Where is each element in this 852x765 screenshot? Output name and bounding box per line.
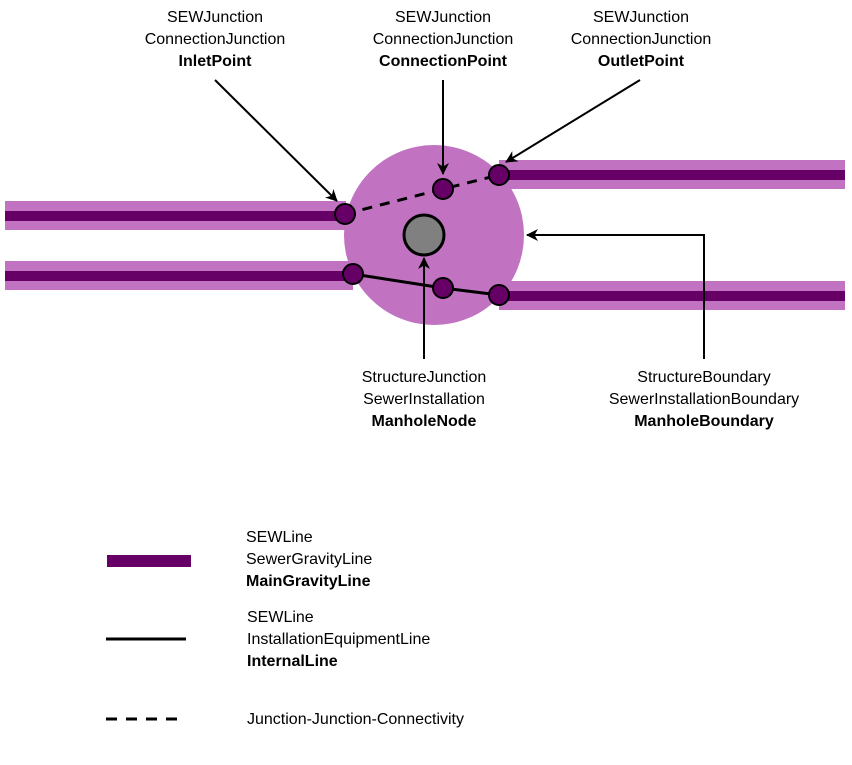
connection-label-line1: SEWJunction [394, 9, 492, 26]
internal-junction-middle [432, 277, 454, 299]
outlet-arrow [505, 79, 641, 163]
outlet-label-line1: SEWJunction [592, 9, 690, 26]
manhole-node [402, 213, 446, 257]
inlet-label-line2: ConnectionJunction [144, 31, 286, 48]
manhole-boundary-label: StructureBoundary SewerInstallationBound… [609, 367, 799, 433]
connection-label-line2: ConnectionJunction [372, 31, 514, 48]
outlet-point [488, 164, 510, 186]
gravity-line-bottom-right-core [499, 291, 845, 301]
legend-connectivity-label: Junction-Junction-Connectivity [247, 709, 464, 731]
legend-internal-line2: InstallationEquipmentLine [247, 631, 431, 648]
legend-main-gravity-symbol [107, 555, 191, 567]
manhole-node-label-line2: SewerInstallation [363, 391, 485, 408]
junction-points [334, 164, 510, 306]
gravity-line-top-left-core [5, 211, 346, 221]
manhole-node-label-line1: StructureJunction [361, 369, 487, 386]
inlet-label-line1: SEWJunction [166, 9, 264, 26]
manhole-node-label: StructureJunction SewerInstallation Manh… [362, 367, 487, 433]
internal-junction-right [488, 284, 510, 306]
inlet-point [334, 203, 356, 225]
legend-main-gravity-line1: SEWLine [246, 529, 313, 546]
inlet-arrow [214, 79, 338, 202]
legend-main-gravity-line3: MainGravityLine [246, 573, 371, 590]
connection-label-line3: ConnectionPoint [379, 53, 507, 70]
connection-point-label: SEWJunction ConnectionJunction Connectio… [373, 7, 514, 73]
outlet-label-line2: ConnectionJunction [570, 31, 712, 48]
legend-connectivity-line1: Junction-Junction-Connectivity [247, 711, 464, 728]
legend-main-gravity-label: SEWLine SewerGravityLine MainGravityLine [246, 527, 372, 593]
manhole-node-label-line3: ManholeNode [371, 413, 477, 430]
internal-junction-left [342, 263, 364, 285]
legend-internal-label: SEWLine InstallationEquipmentLine Intern… [247, 607, 430, 673]
connection-point [432, 178, 454, 200]
manhole-boundary-label-line3: ManholeBoundary [634, 413, 774, 430]
callout-arrows [214, 79, 705, 359]
manhole-boundary-label-line1: StructureBoundary [637, 369, 771, 386]
legend-main-gravity-line2: SewerGravityLine [246, 551, 373, 568]
manhole-boundary-arrow [526, 229, 705, 359]
gravity-line-top-right-core [499, 170, 845, 180]
outlet-point-label: SEWJunction ConnectionJunction OutletPoi… [571, 7, 712, 73]
inlet-label-line3: InletPoint [178, 53, 252, 70]
gravity-line-bottom-left-core [5, 271, 353, 281]
inlet-point-label: SEWJunction ConnectionJunction InletPoin… [145, 7, 286, 73]
legend-internal-line3: InternalLine [247, 653, 338, 670]
manhole-boundary-label-line2: SewerInstallationBoundary [608, 391, 800, 408]
main-gravity-lines [5, 160, 845, 310]
legend-internal-line1: SEWLine [247, 609, 314, 626]
outlet-label-line3: OutletPoint [597, 53, 685, 70]
legend-symbols [106, 555, 191, 721]
